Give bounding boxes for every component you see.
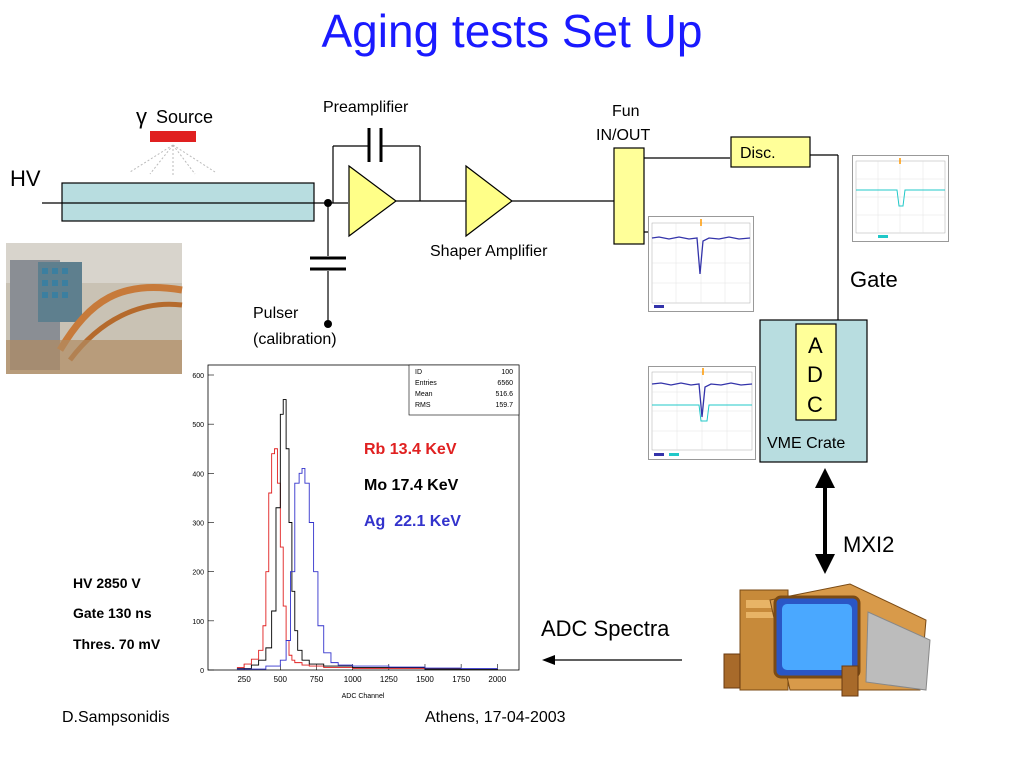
scope-disc-output — [852, 155, 949, 242]
stats-value: 6560 — [497, 380, 513, 387]
x-tick-label: 1750 — [452, 675, 470, 684]
vme-crate-label: VME Crate — [767, 435, 846, 452]
series-line-2 — [236, 467, 498, 670]
calibration-label: (calibration) — [253, 331, 337, 348]
gate-label: Gate — [850, 267, 898, 292]
y-tick-label: 500 — [192, 422, 204, 429]
x-tick-label: 250 — [237, 675, 251, 684]
adc-module — [795, 323, 837, 421]
shaper-label: Shaper Amplifier — [430, 243, 548, 260]
series-line-1 — [236, 399, 498, 670]
preamplifier-triangle — [348, 164, 398, 238]
hv-label: HV — [10, 166, 41, 191]
disc-label: Disc. — [740, 145, 776, 162]
x-tick-label: 1250 — [380, 675, 398, 684]
x-tick-label: 1500 — [416, 675, 434, 684]
radiation-rays — [129, 144, 216, 175]
stats-value: 159.7 — [495, 402, 513, 409]
y-tick-label: 100 — [192, 619, 204, 626]
footer-author: D.Sampsonidis — [62, 709, 170, 726]
adc-letter-c: C — [807, 392, 823, 417]
slide-title: Aging tests Set Up — [321, 5, 703, 57]
computer-icon — [723, 583, 931, 697]
x-tick-label: 500 — [274, 675, 288, 684]
adc-spectra-label: ADC Spectra — [541, 616, 670, 641]
legend-ag: Ag 22.1 KeV — [364, 513, 461, 530]
x-tick-label: 2000 — [488, 675, 506, 684]
stats-value: 516.6 — [495, 391, 513, 398]
adc-histogram: 250 500 750 1000 1250 1500 1750 2000 0 100 200 300 4… — [192, 364, 520, 700]
preamplifier-label: Preamplifier — [323, 99, 409, 116]
y-tick-label: 300 — [192, 521, 204, 528]
x-axis-label: ADC Channel — [342, 693, 385, 700]
hv-setting: HV 2850 V — [73, 575, 141, 591]
pulser-terminal — [324, 320, 332, 328]
stats-key: Mean — [415, 391, 433, 398]
source-bar — [150, 131, 196, 142]
source-label: Source — [156, 107, 214, 127]
fan-in-out-box — [613, 147, 645, 245]
stats-key: Entries — [415, 380, 437, 387]
legend-mo: Mo 17.4 KeV — [364, 477, 459, 494]
plot-frame — [207, 364, 520, 671]
x-tick-label: 1000 — [344, 675, 362, 684]
y-tick-label: 600 — [192, 373, 204, 380]
disc-box — [730, 136, 811, 168]
detector-photo — [6, 243, 183, 374]
in-out-label: IN/OUT — [596, 127, 651, 144]
stats-key: RMS — [415, 402, 431, 409]
y-tick-label: 400 — [192, 471, 204, 478]
adc-letter-a: A — [808, 333, 823, 358]
legend-rb: Rb 13.4 KeV — [364, 441, 457, 458]
thres-setting: Thres. 70 mV — [73, 636, 161, 652]
stats-key: ID — [415, 369, 422, 376]
y-tick-label: 200 — [192, 570, 204, 577]
detector-tube — [61, 182, 315, 222]
scope-shaper-output — [648, 216, 754, 312]
pulser-label: Pulser — [253, 305, 299, 322]
footer-place-date: Athens, 17-04-2003 — [425, 709, 566, 726]
stats-value: 100 — [501, 369, 513, 376]
adc-letter-d: D — [807, 362, 823, 387]
gamma-symbol: γ — [136, 104, 147, 129]
fun-label: Fun — [612, 103, 640, 120]
y-tick-label: 0 — [200, 668, 204, 675]
mxi2-label: MXI2 — [843, 532, 895, 557]
gate-setting: Gate 130 ns — [73, 605, 152, 621]
x-tick-label: 750 — [310, 675, 324, 684]
scope-adc-input — [648, 366, 756, 460]
shaper-triangle — [465, 164, 513, 238]
